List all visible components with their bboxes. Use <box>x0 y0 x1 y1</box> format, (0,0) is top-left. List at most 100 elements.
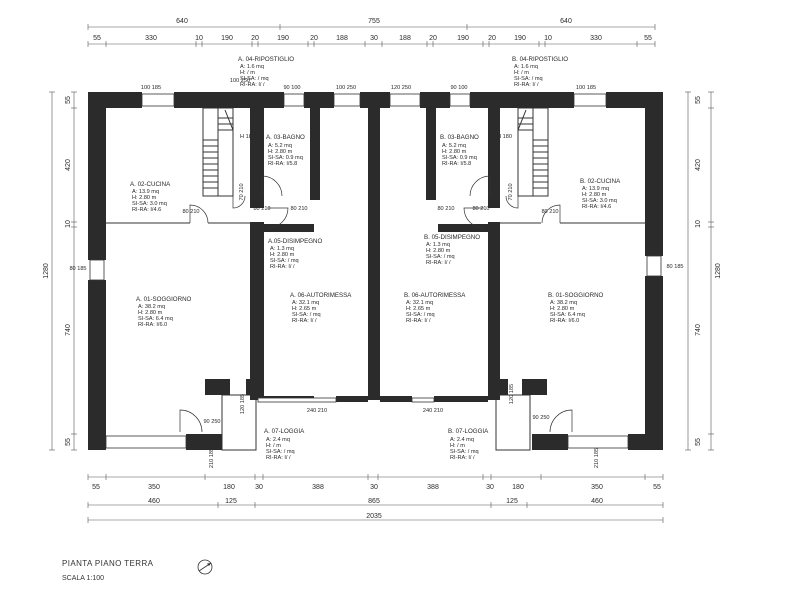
dim-right-label: 740 <box>695 324 702 336</box>
dim-top2-label: 20 <box>310 35 318 42</box>
window-label: 100 250 <box>230 78 250 84</box>
dim-left-label: 55 <box>65 438 72 446</box>
room-name: B. 04-RIPOSTIGLIO <box>512 56 568 63</box>
dim-right-label: 420 <box>695 159 702 171</box>
door-label: 80 210 <box>541 209 558 215</box>
dim-bottom2-label: 460 <box>591 498 603 505</box>
room-area: A: 32.1 mq <box>406 300 433 306</box>
window-label: 120 250 <box>391 85 411 91</box>
room-area: A: 5.2 mq <box>268 143 292 149</box>
room-ratio: RI-RA: I/ / <box>240 82 265 88</box>
room-ratio: RI-RA: I/ / <box>426 260 451 266</box>
room-height: H: 2.65 m <box>292 306 317 312</box>
dim-left-label: 740 <box>65 324 72 336</box>
room-name: B. 02-CUCINA <box>580 178 621 185</box>
dim-right-outer: 1280 <box>715 263 722 279</box>
dim-top2-label: 20 <box>251 35 259 42</box>
door-swings <box>179 175 573 433</box>
dim-bottom1-label: 30 <box>486 484 494 491</box>
window-label-right: 80 185 <box>666 264 683 270</box>
dim-bottom1-label: 388 <box>427 484 439 491</box>
room-ratio: RI-RA: I/4.6 <box>132 207 161 213</box>
room-surface: SI-SA: 6.4 mq <box>550 312 585 318</box>
room-name: A. 03-BAGNO <box>266 134 305 141</box>
room-height: H: 2.80 m <box>442 149 467 155</box>
room-name: A. 07-LOGGIA <box>264 428 305 435</box>
dim-bottom2-label: 125 <box>506 498 518 505</box>
loggia-opening-label: 120 185 <box>509 384 515 404</box>
room-ratio: RI-RA: I/6.0 <box>138 322 167 328</box>
dim-top2-label: 330 <box>145 35 157 42</box>
dim-top2-label: 55 <box>93 35 101 42</box>
entry-door-label: 90 250 <box>203 419 220 425</box>
dim-top2-label: 190 <box>221 35 233 42</box>
dim-right-label: 55 <box>695 96 702 104</box>
room-a-bagno: A. 03-BAGNO A: 5.2 mq H: 2.80 m SI-SA: 0… <box>266 134 305 167</box>
dimension-ticks <box>49 24 714 523</box>
room-name: B. 05-DISIMPEGNO <box>424 234 480 241</box>
room-ratio: RI-RA: I/6.0 <box>550 318 579 324</box>
door-label: 80 210 <box>182 209 199 215</box>
window-label: 100 185 <box>576 85 596 91</box>
dim-left-outer: 1280 <box>43 263 50 279</box>
loggia-opening-label: 120 185 <box>240 394 246 414</box>
room-height: H: 2.65 m <box>406 306 431 312</box>
dim-top2-label: 10 <box>544 35 552 42</box>
dim-top2-label: 20 <box>429 35 437 42</box>
dim-bottom1-label: 350 <box>591 484 603 491</box>
dim-bottom1-label: 350 <box>148 484 160 491</box>
room-height: H: / m <box>514 70 529 76</box>
bottom-window-label: 210 185 <box>209 448 215 468</box>
room-name: A. 01-SOGGIORNO <box>136 296 192 303</box>
room-height: H: 2.80 m <box>268 149 293 155</box>
dim-right-label: 55 <box>695 438 702 446</box>
garage-door-label: 240 210 <box>423 408 443 414</box>
dim-bottom2-label: 865 <box>368 498 380 505</box>
dim-left-inner: 55 420 10 740 55 <box>65 96 72 446</box>
stair-door-label: 70 210 <box>239 183 245 200</box>
dim-bottom2-label: 125 <box>225 498 237 505</box>
entry-door-label: 90 250 <box>532 415 549 421</box>
room-b-bagno: B. 03-BAGNO A: 5.2 mq H: 2.80 m SI-SA: 0… <box>440 134 479 167</box>
room-b-cucina: B. 02-CUCINA A: 13.9 mq H: 2.80 m SI-SA:… <box>580 178 621 210</box>
stair-door-label: 70 210 <box>508 183 514 200</box>
room-surface: SI-SA: / mq <box>426 254 455 260</box>
garage-door-label: 240 210 <box>307 408 327 414</box>
dim-top2-label: 20 <box>488 35 496 42</box>
room-area: A: 32.1 mq <box>292 300 319 306</box>
room-height: H: / m <box>240 70 255 76</box>
room-b-disimpegno: B. 05-DISIMPEGNO A: 1.3 mq H: 2.80 m SI-… <box>424 234 480 266</box>
room-a-soggiorno: A. 01-SOGGIORNO A: 38.2 mq H: 2.80 m SI-… <box>136 296 192 328</box>
dim-top2-label: 190 <box>514 35 526 42</box>
room-b-loggia: B. 07-LOGGIA A: 2.4 mq H: / m SI-SA: / m… <box>448 428 489 461</box>
drawing-title: PIANTA PIANO TERRA <box>62 559 154 568</box>
dimension-lines <box>51 26 712 521</box>
dim-bottom1-label: 55 <box>92 484 100 491</box>
room-b-soggiorno: B. 01-SOGGIORNO A: 38.2 mq H: 2.80 m SI-… <box>548 292 604 324</box>
room-surface: SI-SA: 3.0 mq <box>582 198 617 204</box>
room-ratio: RI-RA: I/5.8 <box>268 161 297 167</box>
dim-bottom2-label: 460 <box>148 498 160 505</box>
window-label: 100 250 <box>336 85 356 91</box>
window-label: 90 100 <box>283 85 300 91</box>
dim-bottom1-label: 388 <box>312 484 324 491</box>
room-surface: SI-SA: / mq <box>266 449 295 455</box>
room-surface: SI-SA: / mq <box>292 312 321 318</box>
room-ratio: RI-RA: I/ / <box>292 318 317 324</box>
window-label-left: 80 185 <box>69 266 86 272</box>
room-area: A: 13.9 mq <box>132 189 159 195</box>
door-label: 80 210 <box>253 206 270 212</box>
dim-right-inner: 55 420 10 740 55 <box>695 96 702 446</box>
room-ratio: RI-RA: I/ / <box>406 318 431 324</box>
room-surface: SI-SA: 0.9 mq <box>268 155 303 161</box>
room-height: H: 2.80 m <box>270 252 295 258</box>
dim-right-label: 10 <box>695 220 702 228</box>
window-label: 90 100 <box>450 85 467 91</box>
room-height: H: 2.80 m <box>132 195 157 201</box>
room-surface: SI-SA: / mq <box>450 449 479 455</box>
room-name: A. 02-CUCINA <box>130 181 171 188</box>
room-b-ripostiglio: B. 04-RIPOSTIGLIO A: 1.6 mq H: / m SI-SA… <box>512 56 568 88</box>
drawing-scale: SCALA 1:100 <box>62 575 105 582</box>
door-label: 80 210 <box>472 206 489 212</box>
room-area: A: 5.2 mq <box>442 143 466 149</box>
